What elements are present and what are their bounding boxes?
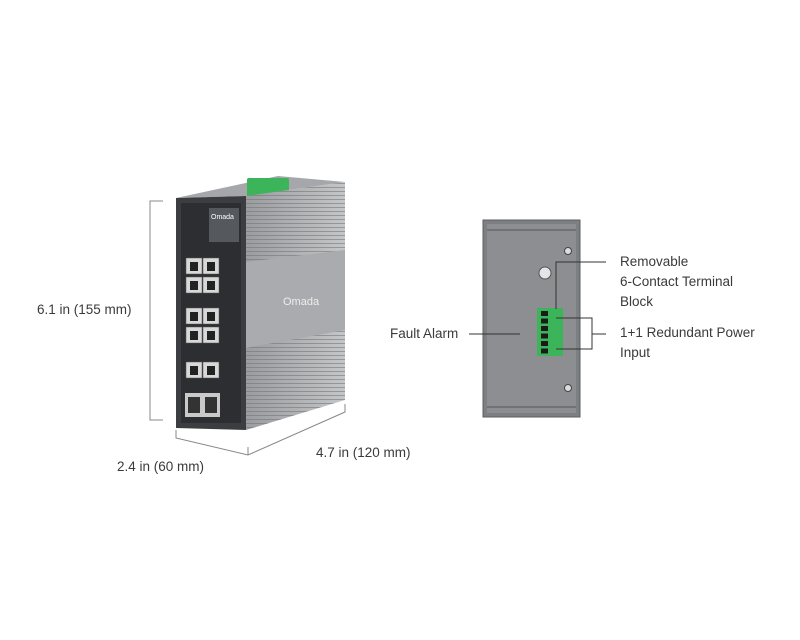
depth-label: 4.7 in (120 mm)	[316, 445, 411, 460]
height-dimension-line	[149, 200, 163, 421]
ground-screw-icon	[538, 266, 552, 280]
screw-icon	[564, 247, 572, 255]
switch-front-view: Omada Omada	[176, 176, 345, 430]
fault-alarm-callout: Fault Alarm	[390, 326, 459, 341]
height-label: 6.1 in (155 mm)	[37, 302, 132, 317]
power-callout-line2: Input	[620, 345, 651, 360]
width-label: 2.4 in (60 mm)	[117, 459, 205, 474]
front-logo: Omada	[211, 214, 234, 221]
width-depth-dimension-line	[175, 404, 346, 456]
terminal-callout-line2: 6-Contact Terminal	[620, 274, 734, 289]
terminal-callout-line3: Block	[620, 294, 654, 309]
side-logo: Omada	[283, 296, 320, 308]
callout-lines	[469, 261, 606, 350]
terminal-callout-line1: Removable	[620, 254, 689, 269]
power-callout-line1: 1+1 Redundant Power	[620, 325, 755, 340]
screw-icon	[564, 384, 572, 392]
port-holes	[190, 262, 215, 375]
